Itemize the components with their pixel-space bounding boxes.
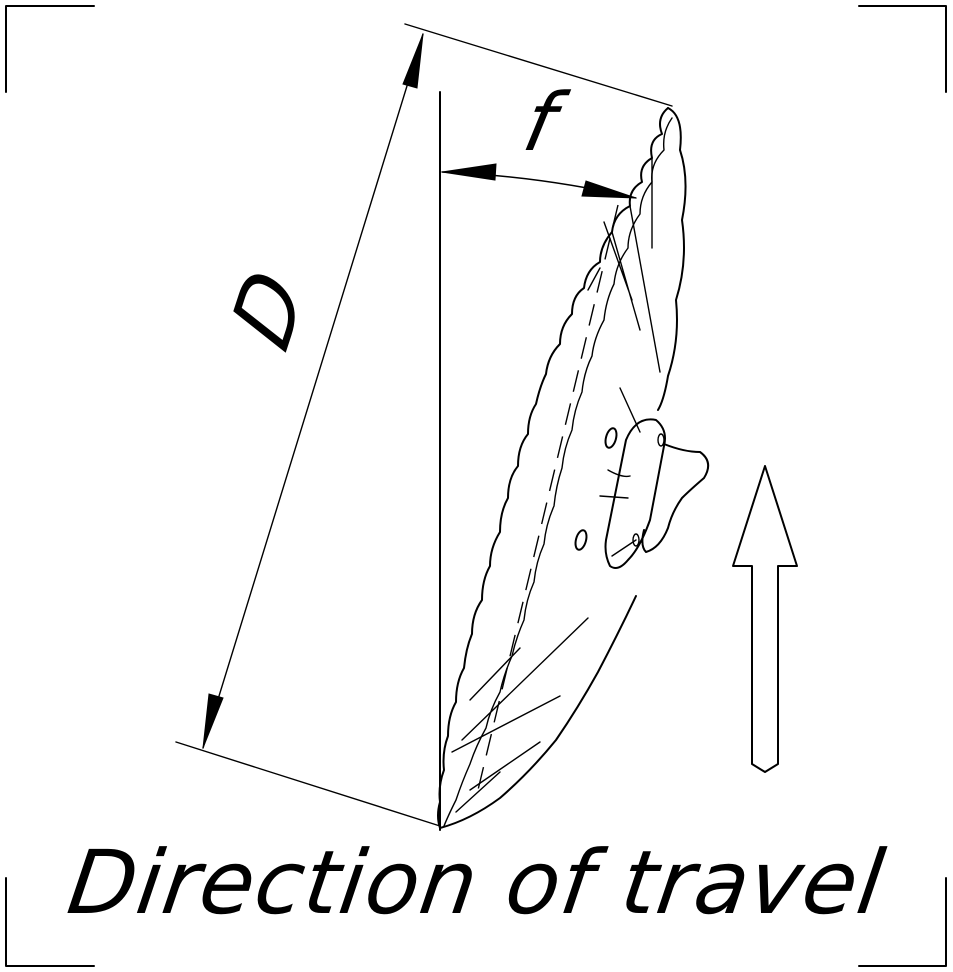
direction-arrow-outline xyxy=(732,465,798,773)
disc-outer-rim xyxy=(439,107,687,829)
deflection-label: f xyxy=(516,77,574,170)
diameter-arrow-bottom xyxy=(202,693,224,749)
diameter-label: D xyxy=(215,255,324,365)
direction-arrow xyxy=(732,465,798,773)
extension-line-top xyxy=(404,23,673,107)
diameter-arrow-top xyxy=(402,33,424,89)
frame-corner-top-right xyxy=(858,5,947,93)
disc-inner-ring xyxy=(443,117,673,827)
hub-bolt-axle-front xyxy=(657,433,665,447)
frame-corner-bottom-right xyxy=(858,877,947,967)
disc-blade xyxy=(437,107,687,829)
deflection-arrow-left xyxy=(441,163,497,181)
extension-line-bottom xyxy=(175,741,441,827)
hub-bolt-upper xyxy=(604,427,618,449)
deflection-dimension xyxy=(441,163,637,199)
hub-bolt-axle-rear xyxy=(632,533,640,547)
diameter-dimension-line xyxy=(202,33,424,749)
disc-serrated-edge xyxy=(437,107,669,829)
deflection-arrow-right xyxy=(581,180,637,199)
disc-facet-lines xyxy=(451,157,661,813)
frame-corner-top-left xyxy=(5,5,95,93)
disc-hub xyxy=(574,387,710,569)
hub-bolt-lower xyxy=(574,529,588,551)
hub-axle xyxy=(641,443,710,553)
diameter-dimension xyxy=(202,33,424,749)
frame-corners xyxy=(5,5,947,967)
frame-corner-bottom-left xyxy=(5,877,95,967)
hub-inner-face xyxy=(599,387,641,557)
direction-of-travel-caption: Direction of travel xyxy=(62,831,892,934)
